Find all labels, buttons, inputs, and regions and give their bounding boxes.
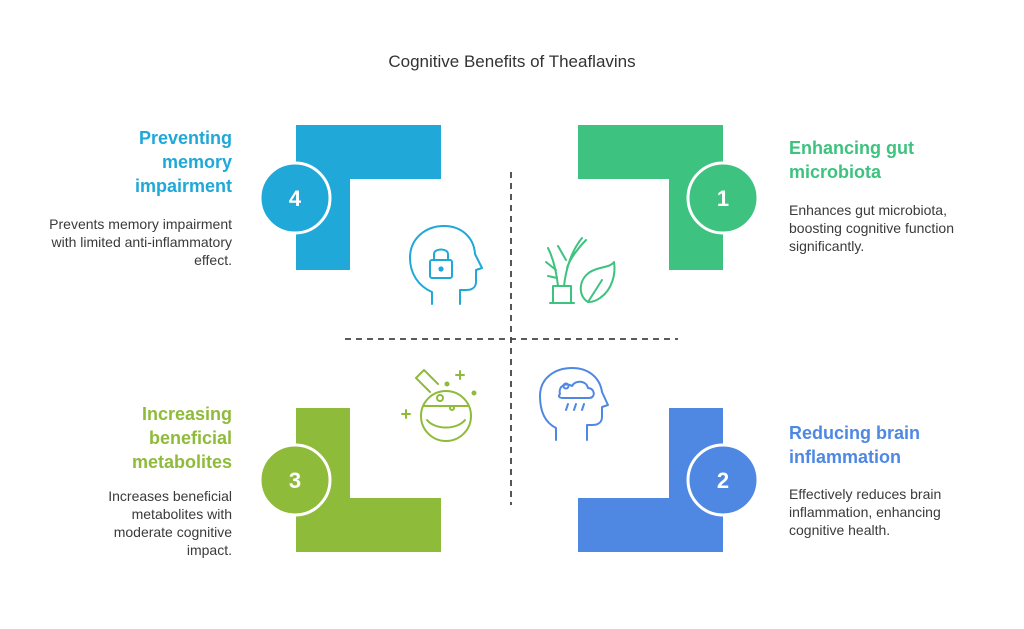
quadrant-1-description: Enhances gut microbiota, boosting cognit… bbox=[789, 202, 954, 254]
diagram-title: Cognitive Benefits of Theaflavins bbox=[388, 52, 636, 71]
quadrant-4-badge bbox=[258, 161, 332, 235]
quadrant-2-description: Effectively reduces brain inflammation, … bbox=[789, 486, 942, 538]
quadrant-4-description: Prevents memory impairment with limited … bbox=[49, 216, 232, 268]
head-lock-icon bbox=[409, 225, 483, 305]
quadrant-2-shape bbox=[578, 408, 723, 552]
quadrant-4-heading: Preventing memory impairment bbox=[134, 128, 232, 196]
quadrant-4-number: 4 bbox=[289, 186, 302, 211]
quadrant-4-shape bbox=[296, 125, 441, 270]
quadrant-2-badge bbox=[686, 443, 760, 517]
quadrant-3-description: Increases beneficial metabolites with mo… bbox=[108, 488, 232, 558]
quadrant-1-number: 1 bbox=[717, 186, 729, 211]
quadrant-1-badge bbox=[686, 161, 760, 235]
quadrant-3-number: 3 bbox=[289, 468, 301, 493]
flask-icon bbox=[401, 369, 477, 442]
quadrant-2-heading: Reducing brain inflammation bbox=[789, 423, 921, 467]
head-cloud-rain-icon bbox=[539, 367, 609, 441]
quadrant-1-heading: Enhancing gut microbiota bbox=[789, 138, 914, 182]
quadrant-3-heading: Increasing beneficial metabolites bbox=[131, 404, 232, 472]
quadrant-3-shape bbox=[296, 408, 441, 552]
quadrant-1-shape bbox=[578, 125, 723, 270]
plants-icon bbox=[545, 237, 616, 304]
quadrant-3-badge bbox=[258, 443, 332, 517]
quadrant-2-number: 2 bbox=[717, 468, 729, 493]
